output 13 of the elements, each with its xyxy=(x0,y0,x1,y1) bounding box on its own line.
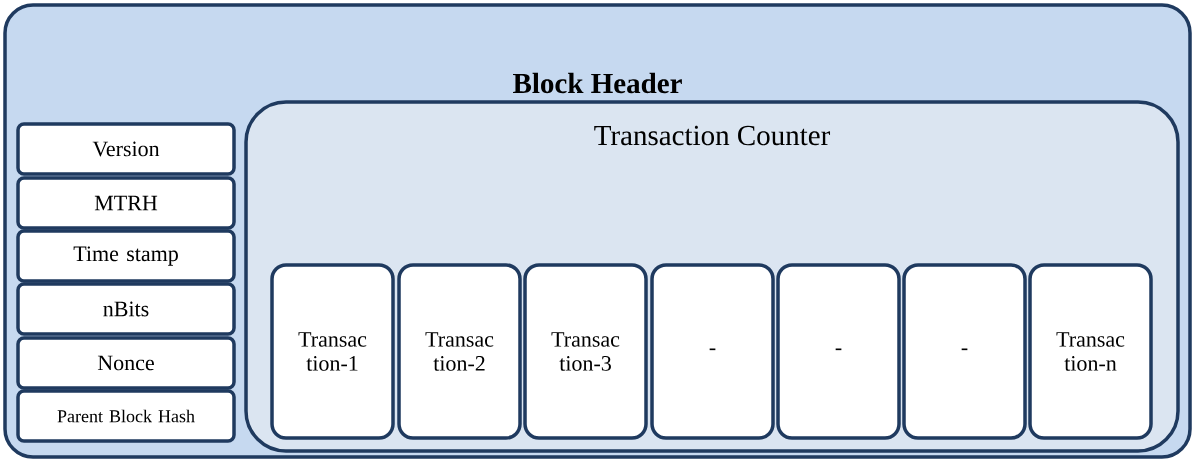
transaction-box: Transac tion-2 xyxy=(397,263,522,440)
field-box: MTRH xyxy=(16,176,236,230)
field-box: Version xyxy=(16,122,236,176)
field-box: Time stamp xyxy=(16,229,236,283)
transaction-box: Transac tion-n xyxy=(1028,263,1153,440)
transaction-box: Transac tion-3 xyxy=(523,263,648,440)
transaction-box: - xyxy=(902,263,1027,440)
transaction-box: - xyxy=(776,263,901,440)
field-box: Parent Block Hash xyxy=(16,389,236,443)
field-box: Nonce xyxy=(16,336,236,390)
transaction-box: - xyxy=(650,263,775,440)
field-box: nBits xyxy=(16,282,236,336)
transaction-box: Transac tion-1 xyxy=(270,263,395,440)
